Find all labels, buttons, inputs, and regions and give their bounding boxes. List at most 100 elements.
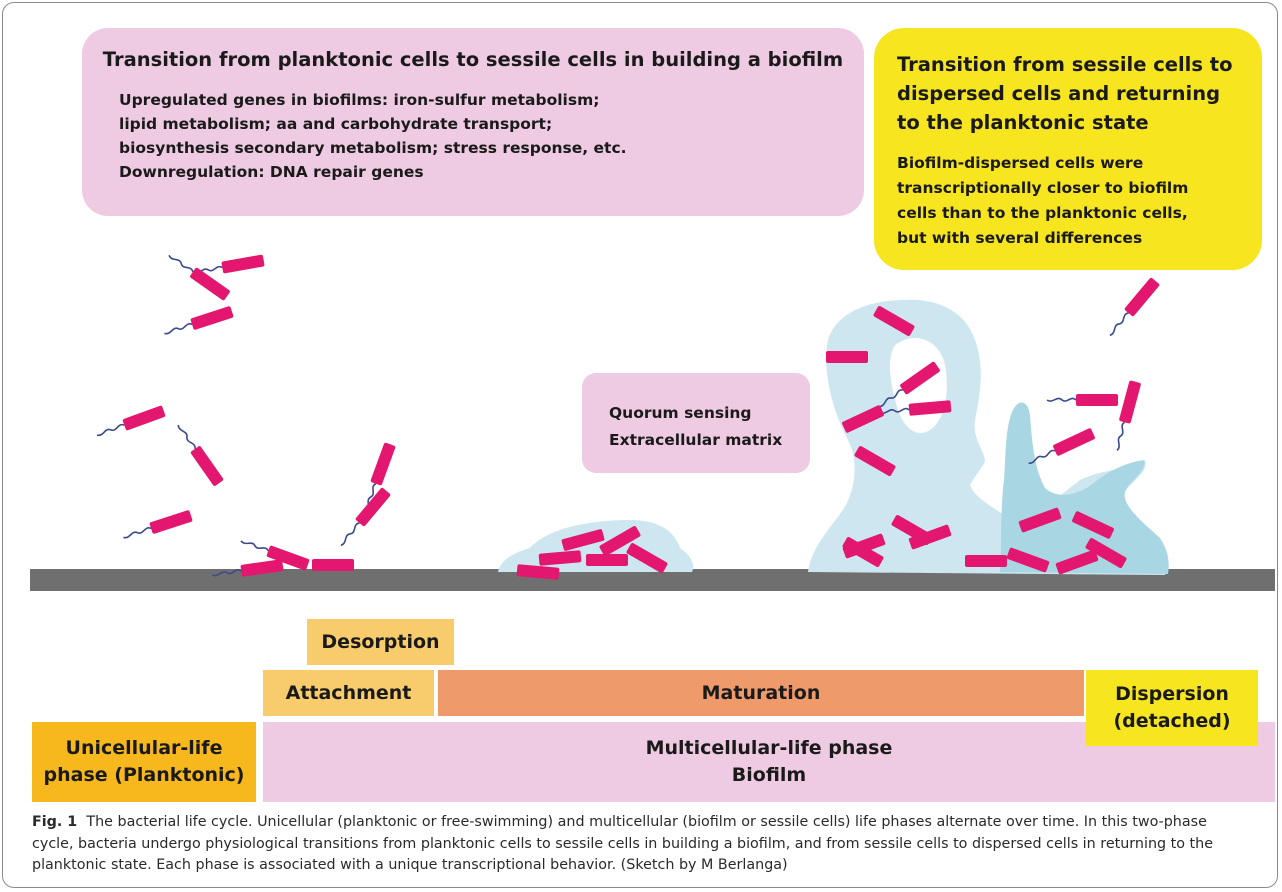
flagellum (1046, 397, 1077, 402)
phase-label: Maturation (701, 681, 821, 704)
callout-title-line: dispersed cells and returning (897, 82, 1221, 105)
biofilm-illustration (30, 254, 1275, 591)
bacterium (1085, 538, 1127, 568)
bacterium (212, 559, 284, 577)
bacterium (96, 405, 166, 437)
callout-line: biosynthesis secondary metabolism; stres… (119, 139, 627, 157)
callout-line: Upregulated genes in biofilms: iron-sulf… (119, 91, 600, 109)
bacterium (965, 555, 1007, 567)
phase-dispersion: Dispersion (detached) (1086, 670, 1258, 746)
bacterium (842, 537, 884, 567)
bacterium (340, 487, 391, 547)
bacterium (240, 540, 310, 571)
bacterium (1072, 511, 1114, 539)
phase-label: phase (Planktonic) (43, 764, 245, 786)
cell-body (900, 361, 940, 395)
sessile-to-dispersed-callout: Transition from sessile cells to dispers… (874, 28, 1262, 270)
flagellum (240, 540, 269, 552)
phase-desorption: Desorption (307, 619, 454, 665)
bacterial-cells (96, 254, 1160, 580)
phase-label: (detached) (1113, 710, 1231, 732)
bacterium (1109, 277, 1160, 337)
callout-line: transcriptionally closer to biofilm (897, 179, 1189, 197)
phase-unicellular: Unicellular-life phase (Planktonic) (32, 722, 256, 802)
cell-body (1055, 549, 1099, 575)
phase-label: Attachment (285, 681, 412, 704)
dispersing-biofilm-matrix (1000, 402, 1169, 574)
cell-body (586, 554, 628, 566)
cell-body (854, 446, 896, 476)
bacterium (538, 550, 582, 566)
flagellum (878, 389, 903, 408)
cell-body (1006, 547, 1050, 573)
flagellum (1028, 449, 1056, 464)
bacterium (1116, 380, 1141, 451)
bacterium (626, 543, 668, 573)
caption-text: The bacterial life cycle. Unicellular (p… (32, 814, 1213, 873)
callout-line: Quorum sensing (609, 404, 752, 422)
bacterium (123, 510, 193, 539)
phase-label: Desorption (321, 630, 440, 653)
flagellum (96, 423, 125, 437)
cell-body (626, 543, 668, 573)
cell-body (1076, 394, 1118, 406)
cell-body (149, 510, 193, 534)
flagellum (123, 527, 152, 539)
cell-body (842, 405, 884, 433)
bacterium (1046, 394, 1118, 406)
cell-body (1072, 511, 1114, 539)
phase-label: Biofilm (731, 764, 807, 786)
bacterium (177, 424, 224, 486)
cell-body (370, 442, 396, 486)
cell-body (1018, 507, 1062, 533)
callout-body: Quorum sensing Extracellular matrix (609, 400, 782, 454)
cell-body (873, 306, 915, 336)
cell-body (1053, 428, 1095, 456)
cell-body (1124, 277, 1160, 317)
callout-line: but with several differences (897, 229, 1143, 247)
phase-maturation: Maturation (438, 670, 1084, 716)
cell-body (1085, 538, 1127, 568)
bacterium (164, 306, 234, 335)
cell-body (1119, 380, 1141, 424)
bacterium (826, 351, 868, 363)
flagellum (164, 323, 193, 335)
flagellum (879, 407, 910, 414)
bacterium (854, 446, 896, 476)
callout-line: Downregulation: DNA repair genes (119, 163, 424, 181)
cell-body (312, 559, 354, 571)
flagellum (177, 424, 196, 449)
callout-body: Upregulated genes in biofilms: iron-sulf… (119, 88, 627, 184)
caption-label: Fig. 1 (32, 814, 78, 830)
cell-body (908, 400, 952, 416)
flagellum (340, 522, 360, 547)
bacterium (1018, 507, 1062, 533)
bacterium (599, 526, 641, 556)
quorum-sensing-callout: Quorum sensing Extracellular matrix (582, 373, 810, 473)
callout-line: cells than to the planktonic cells, (897, 204, 1188, 222)
flagellum (1116, 421, 1126, 451)
cell-body (599, 526, 641, 556)
cell-body (221, 254, 265, 274)
callout-title-line: to the planktonic state (897, 111, 1149, 134)
callout-body: Biofilm-dispersed cells were transcripti… (897, 151, 1188, 251)
cell-body (355, 487, 391, 527)
bacterium (516, 564, 560, 580)
cell-body (190, 267, 230, 301)
callout-line: Extracellular matrix (609, 431, 783, 449)
flagellum (168, 254, 194, 273)
callout-title-line: Transition from sessile cells to (897, 53, 1233, 76)
bacterium (1055, 549, 1099, 575)
bacterium (561, 529, 605, 551)
bacterium (908, 524, 952, 550)
flagellum (1109, 312, 1129, 337)
cell-body (190, 446, 224, 486)
bacterium (1006, 547, 1050, 573)
bacterium (842, 405, 884, 433)
phase-label: Multicellular-life phase (645, 737, 893, 759)
bacterium (312, 559, 354, 571)
phase-label: Unicellular-life (65, 737, 223, 759)
callout-title: Transition from planktonic cells to sess… (102, 48, 844, 71)
cell-body (190, 306, 234, 330)
